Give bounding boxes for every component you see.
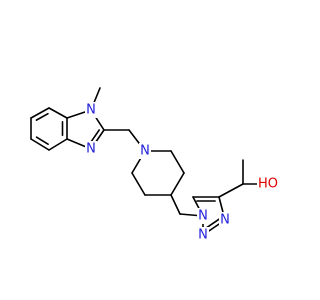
bond-pip-5 — [131, 172, 146, 196]
atom-label-hydroxyl-bg — [257, 176, 279, 192]
atom-label-n-imine-bg — [85, 141, 97, 157]
bond-pip-2 — [170, 150, 185, 174]
bond-benz-3-inner — [35, 136, 49, 145]
atom-label-n-piperidine: N — [140, 144, 150, 159]
atom-label-n-triazole-1-bg — [197, 208, 209, 224]
atom-label-n-methyl-bg — [85, 102, 97, 118]
atom-label-n-triazole-3-bg — [219, 212, 231, 228]
bond-benz-1 — [30, 107, 50, 119]
bond-benz-3 — [30, 138, 50, 151]
bond-pip-3 — [170, 172, 185, 196]
atom-label-n-methyl: N — [86, 103, 96, 118]
bond-c4-ch2 — [170, 194, 181, 215]
bond-benz-1-inner — [35, 112, 49, 121]
atom-label-n-triazole-2: N — [198, 228, 208, 243]
atom-label-hydroxyl: HO — [258, 177, 278, 192]
bond-c4-chol — [218, 183, 244, 198]
atom-label-n-triazole-1: N — [198, 209, 208, 224]
atom-label-n-imine: N — [86, 142, 96, 157]
atom-label-n-piperidine-bg — [139, 143, 151, 159]
bond-benz-4 — [48, 138, 68, 151]
atom-label-n-triazole-2-bg — [197, 227, 209, 243]
atom-label-n-triazole-3: N — [220, 213, 230, 228]
bond-benz-6 — [48, 107, 68, 119]
